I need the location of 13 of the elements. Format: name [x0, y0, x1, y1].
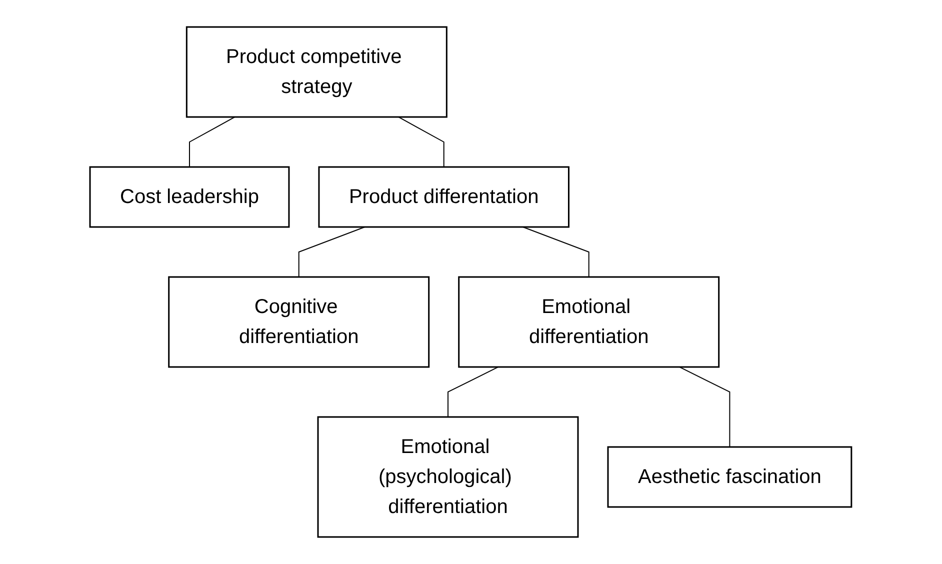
node-box: Emotional (psychological) differentiation [318, 416, 580, 538]
connector [448, 366, 500, 418]
node-box: Aesthetic fascination [608, 446, 852, 508]
node-box: Product differentation [318, 166, 570, 228]
connector [298, 226, 366, 278]
node-box: Cognitive differentiation [168, 276, 430, 368]
connector [398, 116, 445, 168]
node-box: Product competitive strategy [186, 26, 448, 118]
node-box: Cost leadership [90, 166, 290, 228]
connector [522, 226, 590, 278]
connector [189, 116, 236, 168]
connector [679, 366, 730, 448]
node-box: Emotional differentiation [458, 276, 720, 368]
